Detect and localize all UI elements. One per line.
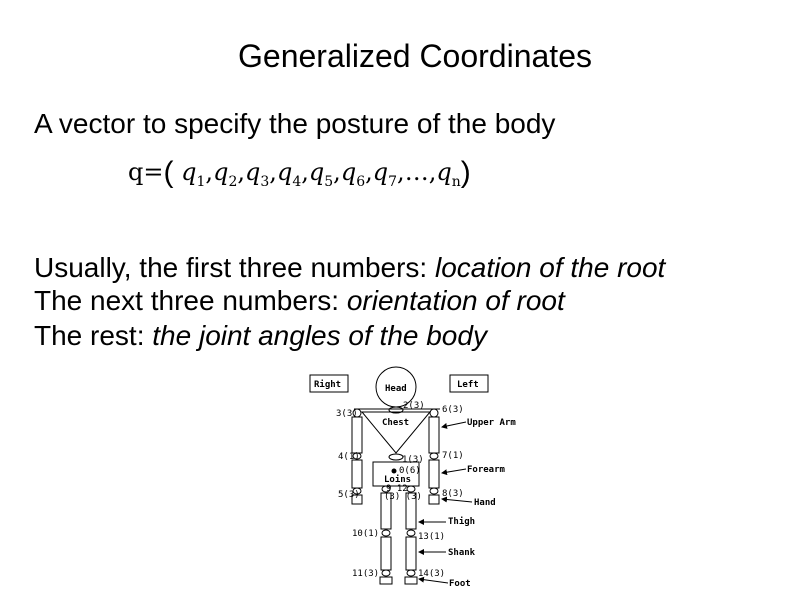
formula-subscript: 6 xyxy=(356,173,366,190)
left-ankle-joint xyxy=(406,569,416,577)
upper-arm-arrow xyxy=(441,421,467,429)
shank-label: Shank xyxy=(448,548,476,558)
left-elbow-joint xyxy=(429,452,439,460)
formula-term: q xyxy=(340,158,357,186)
left-label-box xyxy=(449,374,489,393)
right-shoulder-label: 3(3) xyxy=(336,409,358,419)
intro-text: A vector to specify the posture of the b… xyxy=(34,108,556,139)
formula-term: q xyxy=(245,158,261,186)
formula-term: q xyxy=(276,158,293,186)
right-elbow-label: 4(1) xyxy=(338,452,360,462)
right-hip-joint xyxy=(381,485,391,493)
head-label: Head xyxy=(385,384,407,394)
formula-subscript: 1 xyxy=(196,173,206,190)
left-foot xyxy=(404,576,418,585)
left-hip-joint xyxy=(406,485,416,493)
formula-lhs: q= xyxy=(128,158,164,186)
hand-label: Hand xyxy=(474,498,496,508)
left-wrist-joint xyxy=(429,487,439,495)
root-location-prefix: Usually, the first three numbers: xyxy=(34,252,435,283)
left-label: Left xyxy=(457,380,479,390)
foot-label: Foot xyxy=(449,579,471,589)
right-forearm xyxy=(351,459,363,489)
thigh-label: Thigh xyxy=(448,516,475,527)
formula-term: q xyxy=(308,158,325,186)
right-elbow-joint xyxy=(352,452,362,460)
forearm-arrow xyxy=(441,468,467,476)
formula-subscript: 5 xyxy=(324,173,334,190)
neck-joint xyxy=(388,406,404,414)
loins-shape xyxy=(372,461,420,487)
slide-title: Generalized Coordinates xyxy=(238,38,592,74)
formula-ellipsis: … xyxy=(404,158,429,186)
root-location-line: Usually, the first three numbers: locati… xyxy=(34,252,665,284)
right-knee-label: 10(1) xyxy=(352,529,379,539)
foot-arrow xyxy=(418,576,449,584)
root-orientation-emphasis: orientation of root xyxy=(346,285,565,316)
left-wrist-label: 8(3) xyxy=(442,489,464,499)
left-shoulder-label: 6(3) xyxy=(442,405,464,415)
left-shank xyxy=(405,536,417,571)
root-joint-label: 0(6) xyxy=(399,466,421,476)
waist-joint-label: 1(3) xyxy=(402,455,424,465)
formula-term: q xyxy=(213,158,229,186)
formula-open-paren: ( xyxy=(163,156,174,189)
formula-subscript: 7 xyxy=(388,173,398,190)
chest-shape xyxy=(360,411,432,454)
formula-close-paren: ) xyxy=(460,156,471,189)
right-foot xyxy=(379,576,393,585)
joint-angles-line: The rest: the joint angles of the body xyxy=(34,320,487,352)
right-wrist-label: 5(3) xyxy=(338,490,360,500)
right-ankle-joint xyxy=(381,569,391,577)
left-knee-label: 13(1) xyxy=(418,532,445,542)
coordinate-vector-formula: q=( q1,q2,q3,q4,q5,q6,q7,…,qn) xyxy=(128,156,471,190)
right-label-box xyxy=(309,374,349,393)
left-hand xyxy=(428,494,440,505)
root-orientation-line: The next three numbers: orientation of r… xyxy=(34,285,565,317)
joint-angles-prefix: The rest: xyxy=(34,320,153,351)
formula-term: q xyxy=(181,158,197,186)
upper-arm-label: Upper Arm xyxy=(467,418,516,428)
neck-joint-label: 2(3) xyxy=(403,401,425,411)
left-knee-joint xyxy=(406,529,416,537)
skeleton-diagram: Right Left Head 2(3) 3(3) 6(3) Chest Upp… xyxy=(309,366,516,589)
left-thigh xyxy=(405,492,417,530)
formula-subscript: 2 xyxy=(228,173,238,190)
formula-subscript: 3 xyxy=(260,173,270,190)
loins-label: Loins xyxy=(384,474,411,485)
chest-label: Chest xyxy=(382,418,409,428)
left-forearm xyxy=(428,459,440,489)
right-ankle-label: 11(3) xyxy=(352,569,379,579)
right-knee-joint xyxy=(381,529,391,537)
root-location-emphasis: location of the root xyxy=(434,252,666,283)
forearm-label: Forearm xyxy=(467,465,506,475)
root-orientation-prefix: The next three numbers: xyxy=(34,285,347,316)
formula-term: q xyxy=(372,158,389,186)
right-wrist-joint xyxy=(352,487,362,495)
left-ankle-label: 14(3) xyxy=(418,569,445,579)
formula-subscript-last: n xyxy=(451,173,461,190)
hip-joints-label: 9 12 xyxy=(386,484,408,494)
hand-arrow xyxy=(441,496,473,503)
right-thigh xyxy=(380,492,392,530)
right-shank xyxy=(380,536,392,571)
hip-joints-dof-label: (3) (3) xyxy=(384,492,422,502)
right-label: Right xyxy=(314,379,341,390)
left-shoulder-joint xyxy=(429,408,439,418)
right-hand xyxy=(351,494,363,505)
waist-joint xyxy=(388,453,404,461)
right-upper-arm xyxy=(351,416,363,454)
left-elbow-label: 7(1) xyxy=(442,451,464,461)
formula-subscript: 4 xyxy=(292,173,302,190)
root-point xyxy=(391,468,397,474)
joint-angles-emphasis: the joint angles of the body xyxy=(152,320,487,351)
formula-term-last: q xyxy=(436,158,452,186)
left-upper-arm xyxy=(428,416,440,454)
